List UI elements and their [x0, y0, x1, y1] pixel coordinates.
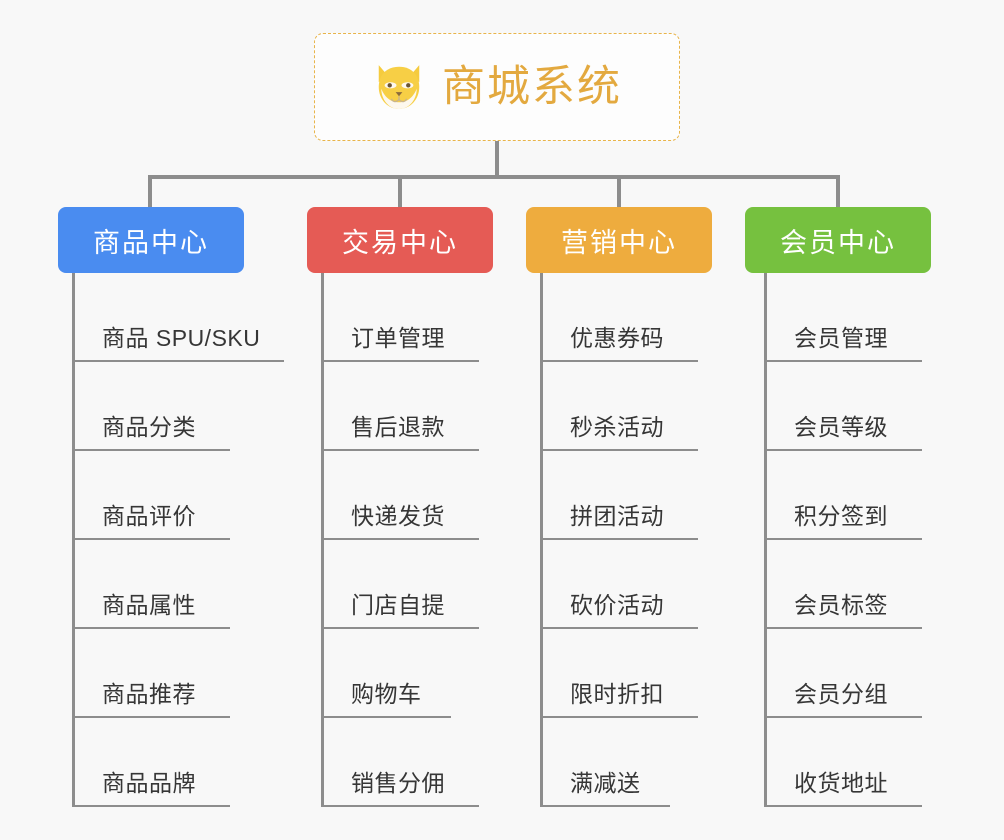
leaf-list-1: 商品 SPU/SKU 商品分类 商品评价 商品属性 商品推荐 商品品牌 [72, 273, 284, 807]
root-title: 商城系统 [442, 62, 622, 111]
leaf-item[interactable]: 快递发货 [321, 451, 479, 540]
leaf-item[interactable]: 优惠券码 [540, 273, 698, 362]
leaf-label: 优惠券码 [570, 325, 664, 351]
leaf-label: 拼团活动 [570, 503, 664, 529]
category-header-1[interactable]: 商品中心 [58, 207, 244, 273]
leaf-label: 会员分组 [794, 681, 888, 707]
category-header-4[interactable]: 会员中心 [745, 207, 931, 273]
leaf-item[interactable]: 积分签到 [764, 451, 922, 540]
leaf-item[interactable]: 商品分类 [72, 362, 230, 451]
leaf-item[interactable]: 会员管理 [764, 273, 922, 362]
leaf-label: 积分签到 [794, 503, 888, 529]
leaf-label: 收货地址 [794, 770, 888, 796]
leaf-item[interactable]: 购物车 [321, 629, 451, 718]
root-node[interactable]: 商城系统 [314, 33, 680, 141]
leaf-label: 销售分佣 [351, 770, 445, 796]
connector-drop-4 [836, 175, 840, 209]
leaf-label: 商品品牌 [102, 770, 196, 796]
category-label: 会员中心 [780, 227, 896, 258]
leaf-label: 会员标签 [794, 592, 888, 618]
category-column-1: 商品中心 商品 SPU/SKU 商品分类 商品评价 商品属性 商品推荐 商品品牌 [58, 207, 284, 807]
leaf-item[interactable]: 秒杀活动 [540, 362, 698, 451]
leaf-label: 限时折扣 [570, 681, 664, 707]
leaf-label: 订单管理 [351, 325, 445, 351]
category-header-2[interactable]: 交易中心 [307, 207, 493, 273]
leaf-label: 购物车 [351, 681, 422, 707]
leaf-label: 售后退款 [351, 414, 445, 440]
leaf-item[interactable]: 售后退款 [321, 362, 479, 451]
leaf-item[interactable]: 商品推荐 [72, 629, 230, 718]
category-column-2: 交易中心 订单管理 售后退款 快递发货 门店自提 购物车 销售分佣 [307, 207, 493, 807]
connector-root-stem [495, 141, 499, 177]
leaf-label: 商品评价 [102, 503, 196, 529]
leaf-spine [321, 273, 324, 807]
leaf-label: 会员管理 [794, 325, 888, 351]
category-column-3: 营销中心 优惠券码 秒杀活动 拼团活动 砍价活动 限时折扣 满减送 [526, 207, 712, 807]
leaf-item[interactable]: 会员分组 [764, 629, 922, 718]
leaf-label: 商品分类 [102, 414, 196, 440]
leaf-item[interactable]: 商品品牌 [72, 718, 230, 807]
leaf-label: 满减送 [570, 770, 641, 796]
connector-drop-1 [148, 175, 152, 209]
category-label: 交易中心 [342, 227, 458, 258]
leaf-item[interactable]: 限时折扣 [540, 629, 698, 718]
leaf-label: 会员等级 [794, 414, 888, 440]
leaf-list-3: 优惠券码 秒杀活动 拼团活动 砍价活动 限时折扣 满减送 [540, 273, 712, 807]
leaf-label: 砍价活动 [570, 592, 664, 618]
leaf-label: 商品推荐 [102, 681, 196, 707]
leaf-label: 门店自提 [351, 592, 445, 618]
leaf-label: 秒杀活动 [570, 414, 664, 440]
leaf-item[interactable]: 订单管理 [321, 273, 479, 362]
leaf-list-4: 会员管理 会员等级 积分签到 会员标签 会员分组 收货地址 [764, 273, 931, 807]
leaf-label: 快递发货 [351, 503, 445, 529]
leaf-item[interactable]: 门店自提 [321, 540, 479, 629]
leaf-item[interactable]: 收货地址 [764, 718, 922, 807]
leaf-label: 商品 SPU/SKU [102, 325, 261, 351]
connector-drop-3 [617, 175, 621, 209]
category-label: 营销中心 [561, 227, 677, 258]
connector-drop-2 [398, 175, 402, 209]
leaf-spine [72, 273, 75, 807]
leaf-item[interactable]: 砍价活动 [540, 540, 698, 629]
leaf-spine [540, 273, 543, 807]
leaf-item[interactable]: 商品 SPU/SKU [72, 273, 284, 362]
leaf-item[interactable]: 满减送 [540, 718, 670, 807]
category-column-4: 会员中心 会员管理 会员等级 积分签到 会员标签 会员分组 收货地址 [745, 207, 931, 807]
leaf-item[interactable]: 会员等级 [764, 362, 922, 451]
connector-horizontal-bus [149, 175, 839, 179]
leaf-item[interactable]: 商品评价 [72, 451, 230, 540]
leaf-item[interactable]: 会员标签 [764, 540, 922, 629]
category-header-3[interactable]: 营销中心 [526, 207, 712, 273]
category-label: 商品中心 [93, 227, 209, 258]
leaf-item[interactable]: 商品属性 [72, 540, 230, 629]
leaf-item[interactable]: 销售分佣 [321, 718, 479, 807]
leaf-spine [764, 273, 767, 807]
shiba-dog-face-icon [378, 65, 420, 109]
leaf-list-2: 订单管理 售后退款 快递发货 门店自提 购物车 销售分佣 [321, 273, 493, 807]
leaf-item[interactable]: 拼团活动 [540, 451, 698, 540]
leaf-label: 商品属性 [102, 592, 196, 618]
